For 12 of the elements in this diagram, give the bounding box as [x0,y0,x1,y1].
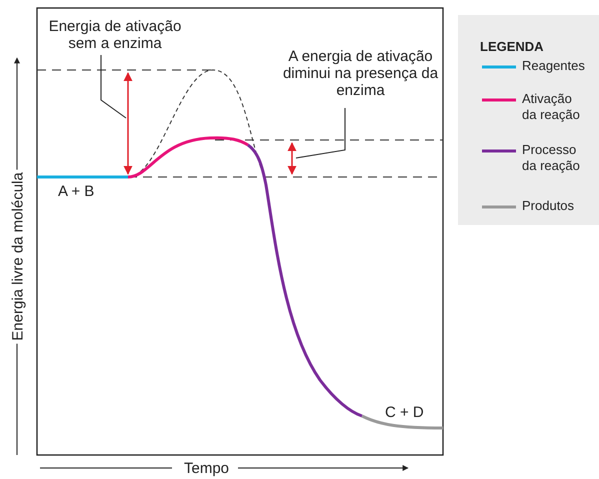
legend-text: Produtos [522,198,576,214]
legend-text: Reagentes [522,58,586,74]
legend-title: LEGENDA [480,38,544,55]
point-label: C + D [385,404,424,421]
leader-line [296,108,346,158]
annotation-text: A energia de ativação diminui na presença da enzima [278,48,443,99]
annotation-text: Energia de ativação sem a enzima [40,18,190,52]
axis-label: Energia livre da molécula [10,169,26,344]
leader-line [100,54,126,118]
point-label: A + B [58,183,94,200]
legend-text: Ativação da reação [522,91,581,123]
legend-text: Processo da reação [522,142,581,174]
